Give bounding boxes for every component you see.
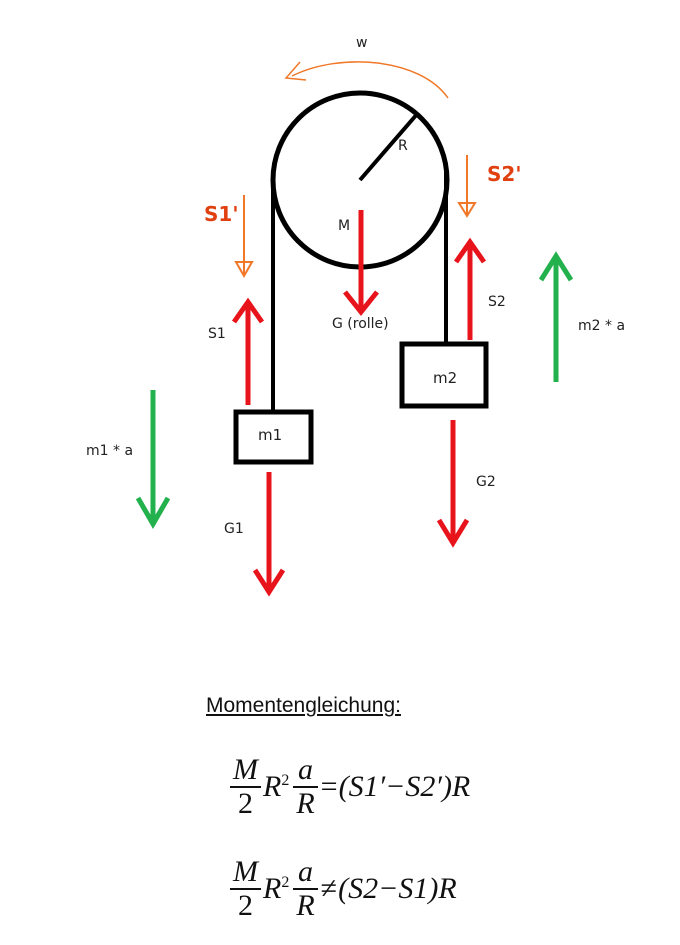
rhs-2: (S2−S1)R (338, 872, 457, 905)
g1-label: G1 (224, 521, 244, 537)
m1a-arrowhead (135, 496, 171, 530)
not-equal-sign: ≠ (320, 872, 338, 905)
s2-label: S2 (488, 294, 506, 310)
equation-heading: Momentengleichung: (206, 694, 401, 717)
g-pulley-arrowhead (343, 290, 379, 317)
m1a-label: m1 * a (86, 443, 133, 459)
omega-label: w (356, 35, 367, 51)
g-pulley-label: G (rolle) (332, 316, 389, 332)
s1-label: S1 (208, 326, 226, 342)
m2a-arrowhead (538, 251, 574, 282)
omega-arrowhead (284, 61, 307, 81)
fraction-m-over-2: M 2 (230, 856, 261, 922)
fraction-a-over-r: a R (293, 754, 318, 820)
s2-prime-arrowhead (457, 202, 477, 218)
mass-box-m1 (233, 409, 314, 465)
m2-label: m2 (433, 369, 457, 387)
g2-arrowhead (436, 518, 470, 548)
mass-box-m2 (399, 341, 489, 409)
omega-arc (291, 61, 449, 99)
m2a-label: m2 * a (578, 318, 625, 334)
fraction-a-over-r: a R (293, 856, 318, 922)
pulley-mass-label: M (338, 218, 350, 234)
s1-prime-label: S1' (204, 202, 238, 226)
radius-line (358, 111, 420, 182)
s2-arrowhead (453, 237, 487, 264)
g2-label: G2 (476, 474, 496, 490)
m1-label: m1 (258, 426, 282, 444)
rhs-1: (S1′−S2′)R (338, 770, 471, 803)
s2-prime-label: S2' (487, 162, 521, 186)
fraction-m-over-2: M 2 (230, 754, 261, 820)
radius-label: R (398, 138, 408, 154)
equals-sign: = (320, 770, 338, 803)
s1-arrowhead (231, 297, 265, 324)
g1-arrowhead (252, 568, 286, 597)
s1-prime-arrowhead (234, 261, 254, 279)
